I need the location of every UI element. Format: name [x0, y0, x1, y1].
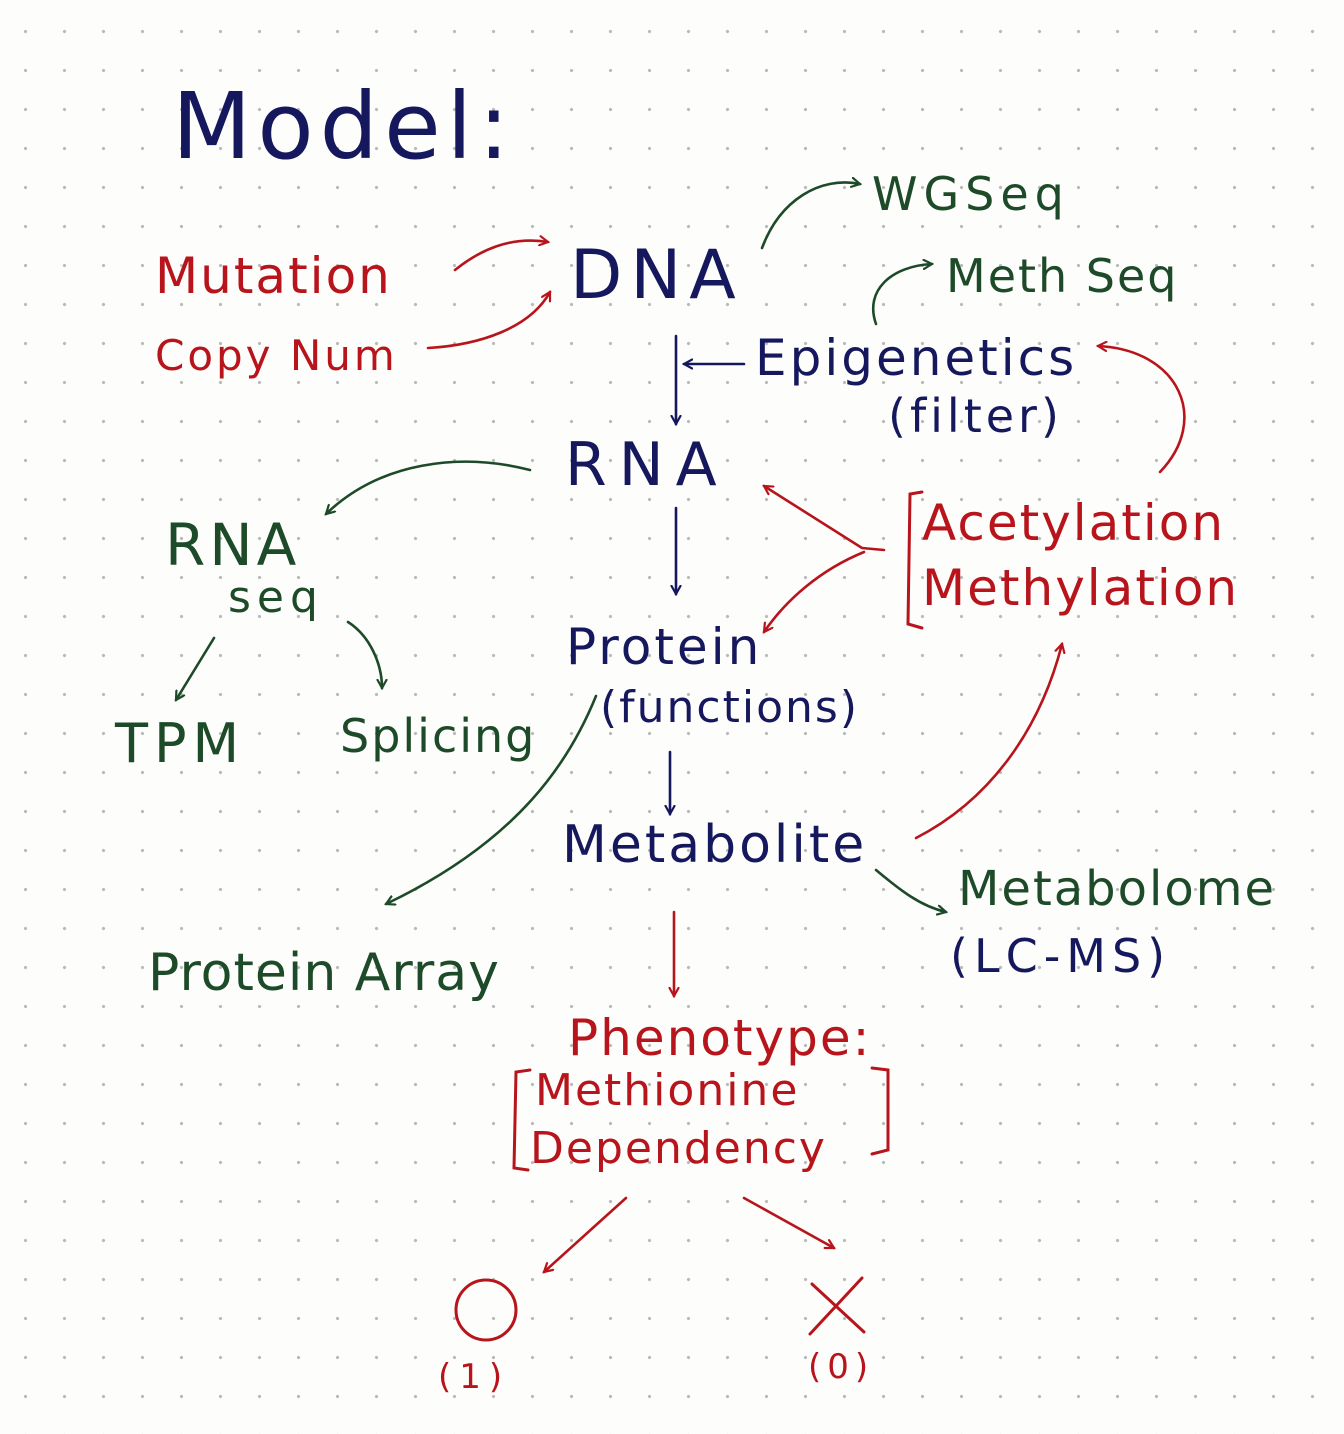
node-protein-array: Protein Array — [148, 943, 500, 1003]
node-meth-seq: Meth Seq — [946, 249, 1179, 303]
outcome-no-cross-icon — [808, 1276, 866, 1336]
arrow-acetylation-to-rna — [764, 484, 886, 552]
node-metabolome-method: (LC-MS) — [950, 929, 1171, 983]
arrow-phenotype-to-no — [742, 1196, 834, 1250]
arrow-metabolite-to-acetylation — [914, 644, 1062, 840]
node-acetylation: Acetylation — [922, 494, 1225, 552]
arrow-copynum-to-dna — [426, 292, 552, 350]
arrow-acetylation-to-protein — [762, 550, 866, 632]
outcome-yes-label: (1) — [438, 1357, 510, 1397]
node-dna: DNA — [570, 236, 744, 315]
node-protein: Protein — [566, 618, 762, 676]
outcome-no-label: (0) — [808, 1347, 874, 1387]
arrow-phenotype-to-yes — [544, 1196, 628, 1272]
arrow-epigenetics-to-methseq — [871, 264, 932, 326]
node-epigenetics: Epigenetics — [755, 329, 1077, 387]
node-mutation: Mutation — [155, 247, 392, 305]
node-phenotype-line2: Dependency — [530, 1123, 827, 1174]
node-metabolite: Metabolite — [562, 815, 867, 875]
node-wgseq: WGSeq — [872, 167, 1070, 221]
arrow-metabolite-to-metabolome — [874, 868, 946, 912]
node-metabolome: Metabolome — [958, 861, 1276, 917]
acetylation-bracket-left — [906, 490, 924, 630]
node-copy-num: Copy Num — [155, 331, 398, 380]
arrow-dna-to-wgseq — [760, 182, 860, 250]
node-rna-seq-line2: seq — [228, 572, 324, 623]
page-title: Model: — [172, 73, 515, 180]
phenotype-bracket-right — [870, 1066, 890, 1156]
node-protein-functions: (functions) — [600, 682, 859, 733]
node-methylation: Methylation — [922, 559, 1239, 617]
node-rna-seq-line1: RNA — [165, 511, 300, 579]
arrow-rnaseq-to-splicing — [346, 620, 382, 688]
arrow-protein-to-proteinarray — [386, 694, 598, 904]
outcome-yes-circle-icon — [454, 1278, 518, 1342]
node-rna: RNA — [565, 430, 729, 500]
arrow-acetylation-to-epigenetics — [1098, 346, 1186, 474]
node-tpm: TPM — [114, 712, 245, 775]
phenotype-bracket-left — [512, 1068, 532, 1172]
arrow-rnaseq-to-tpm — [174, 636, 216, 700]
node-splicing: Splicing — [340, 709, 536, 763]
node-epigenetics-note: (filter) — [888, 389, 1063, 443]
arrow-rna-to-rnaseq — [326, 460, 532, 514]
arrow-mutation-to-dna — [453, 241, 548, 272]
node-phenotype: Phenotype: — [568, 1009, 871, 1067]
node-phenotype-line1: Methionine — [535, 1065, 799, 1116]
